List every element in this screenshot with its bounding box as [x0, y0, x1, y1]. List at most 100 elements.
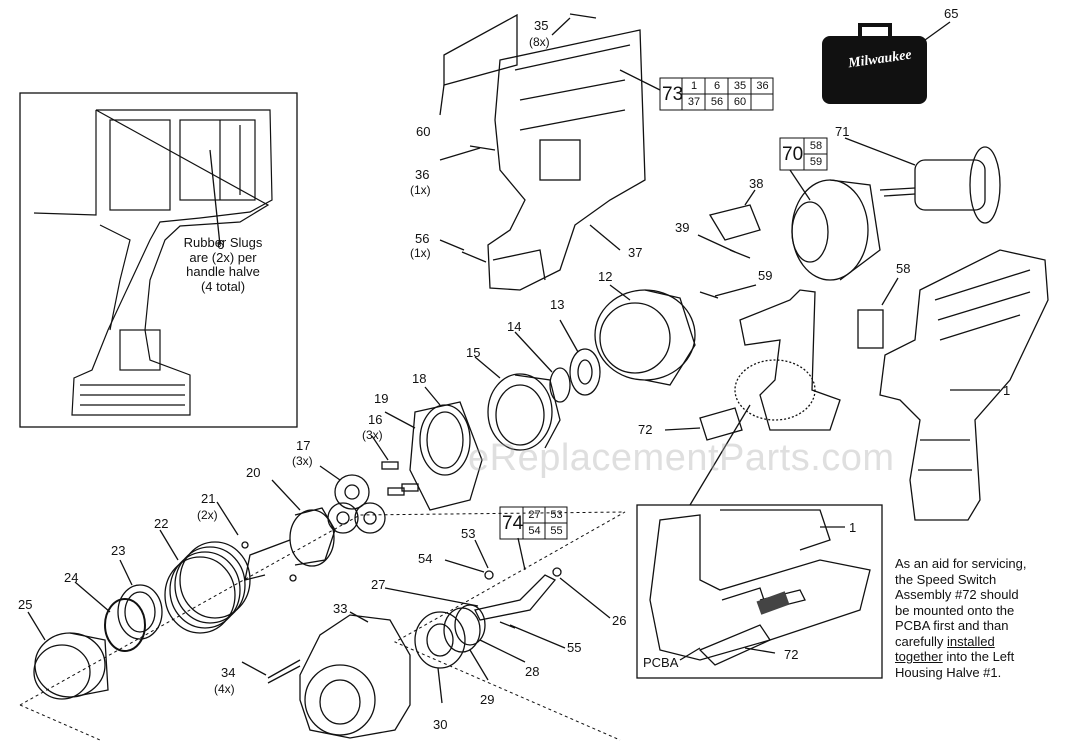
detail-drawing [649, 509, 871, 666]
part-label-16: 16 [368, 412, 383, 427]
part-label-25: 25 [18, 597, 33, 612]
part-label-17: 17 [296, 438, 311, 453]
service-note-underlined: installed [947, 633, 995, 649]
kit-number: 70 [782, 144, 804, 165]
gear-case-12 [594, 289, 696, 386]
leader-6 [209, 149, 221, 246]
bearing-24 [104, 598, 146, 652]
part-label-15: 15 [466, 345, 481, 360]
bearing-23 [117, 584, 163, 640]
detail-label-1: 1 [849, 520, 857, 535]
kit-cell: 36 [756, 80, 769, 92]
pad-58 [857, 309, 884, 349]
service-note: As an aid for servicing, the Speed Switc… [895, 556, 1065, 680]
service-note-line: together into the Left [895, 649, 1065, 665]
part-label-53: 53 [461, 526, 476, 541]
inset-note-line: handle halve [186, 264, 260, 279]
service-note-line: Assembly #72 should [895, 587, 1019, 602]
qty-label-17: (3x) [292, 454, 313, 468]
detail-label-72: 72 [784, 647, 799, 662]
switch-38 [708, 204, 761, 241]
part-label-20: 20 [246, 465, 261, 480]
part-label-30: 30 [433, 717, 448, 732]
part-label-65: 65 [944, 6, 959, 21]
pcba-bracket-drawing [734, 289, 841, 431]
service-note-line: the Speed Switch [895, 571, 997, 587]
qty-label-56: (1x) [410, 246, 431, 260]
service-note-text: carefully [895, 633, 948, 649]
kit-cell: 1 [690, 80, 698, 92]
watermark: eReplacementParts.com [468, 437, 895, 479]
part-label-23: 23 [111, 543, 126, 558]
part-label-28: 28 [525, 664, 540, 679]
qty-label-36: (1x) [410, 183, 431, 197]
inset-note-line: (4 total) [200, 278, 246, 294]
kit-cell: 53 [550, 509, 563, 521]
part-label-27: 27 [371, 577, 386, 592]
qty-label-34: (4x) [214, 682, 235, 696]
tool-case-65 [822, 36, 927, 104]
hammer-case-33 [299, 614, 411, 739]
qty-label-21: (2x) [197, 508, 218, 522]
ring-gear-15 [487, 373, 561, 451]
washer-14 [549, 367, 571, 403]
part-label-72: 72 [638, 422, 653, 437]
anvil-27 [474, 574, 557, 621]
part-label-6: 6 [217, 237, 225, 252]
part-label-19: 19 [374, 391, 389, 406]
kit-cell: 60 [733, 96, 747, 108]
part-label-35: 35 [534, 18, 549, 33]
planet-gears-17 [327, 474, 386, 534]
part-label-59: 59 [758, 268, 773, 283]
pins-16 [381, 461, 419, 496]
part-label-55: 55 [567, 640, 582, 655]
kit-number: 73 [662, 84, 684, 105]
inset-note-line: Rubber Slugs [183, 235, 263, 250]
service-note-text: into the Left [942, 649, 1015, 664]
part-label-34: 34 [221, 665, 236, 680]
service-note-line: As an aid for servicing, [895, 556, 1027, 571]
part-label-24: 24 [64, 570, 79, 585]
washer-13 [569, 348, 601, 396]
part-label-1: 1 [1003, 383, 1011, 398]
part-label-26: 26 [612, 613, 627, 628]
left-housing-halve-drawing [487, 29, 646, 291]
part-label-54: 54 [418, 551, 433, 566]
gasket-18 [419, 404, 471, 476]
part-label-58: 58 [896, 261, 911, 276]
kit-cell: 37 [687, 96, 701, 108]
inset-handle-drawing [33, 109, 273, 416]
kit-cell: 35 [733, 80, 747, 92]
detail-frame [636, 504, 883, 679]
kit-cell: 55 [550, 525, 563, 537]
kit-cell: 56 [710, 96, 724, 108]
plate-19 [409, 401, 483, 511]
part-label-37: 37 [628, 245, 643, 260]
part-label-22: 22 [154, 516, 169, 531]
qty-label-16: (3x) [362, 428, 383, 442]
part-label-39: 39 [675, 220, 690, 235]
part-label-14: 14 [507, 319, 522, 334]
service-note-line: PCBA first and than [895, 618, 1009, 633]
part-label-33: 33 [333, 601, 348, 616]
part-label-60: 60 [416, 124, 431, 139]
spring-22 [164, 541, 251, 634]
qty-label-35: (8x) [529, 35, 550, 49]
service-note-line: carefully installed [895, 634, 1065, 650]
stator-drawing [791, 179, 881, 281]
service-note-underlined: together [895, 649, 943, 664]
part-label-56: 56 [415, 231, 430, 246]
rotor-drawing [879, 146, 1001, 224]
kit-cell: 27 [528, 509, 541, 521]
part-label-71: 71 [835, 124, 850, 139]
bumper-25 [33, 632, 109, 700]
assembly-guide-line [19, 511, 626, 741]
kit-cell: 6 [713, 80, 721, 92]
screw-34 [267, 659, 301, 684]
part-label-21: 21 [201, 491, 216, 506]
inset-note-line: are (2x) per [189, 249, 257, 265]
inset-note: Rubber Slugs are (2x) per handle halve (… [168, 235, 278, 294]
part-label-29: 29 [480, 692, 495, 707]
part-label-13: 13 [550, 297, 565, 312]
